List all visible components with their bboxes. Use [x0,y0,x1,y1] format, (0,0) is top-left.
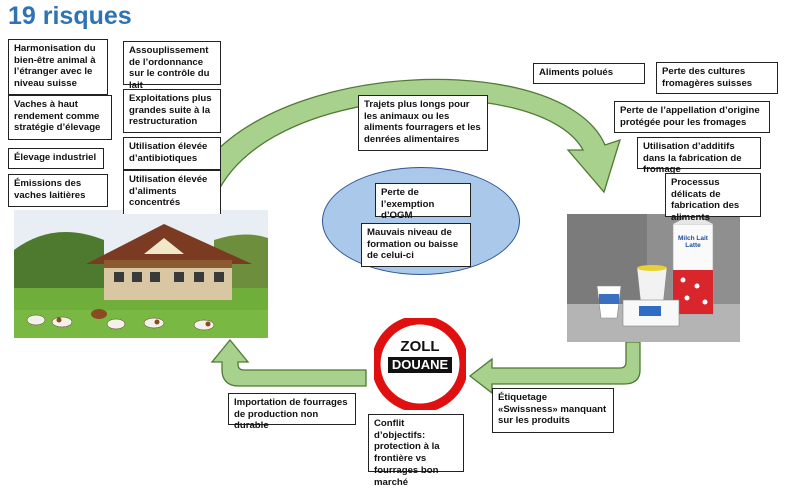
risk-aop-loss: Perte de l’appellation d’origine protégé… [614,101,770,133]
risk-milk-control-relaxation: Assouplissement de l’ordonnance sur le c… [123,41,221,91]
dairy-products-photo: Milch Lait Latte [567,214,740,342]
risk-training-level: Mauvais niveau de formation ou baisse de… [361,223,471,267]
risk-bigger-farms: Exploitations plus grandes suite à la re… [123,89,221,133]
risk-delicate-processes: Processus délicats de fabrication des al… [665,173,761,223]
sign-zoll: ZOLL [400,338,440,355]
risk-animal-welfare-harmonisation: Harmonisation du bien-être animal à l’ét… [8,39,108,95]
flow-arrows [182,78,641,395]
page-title: 19 risques [8,2,132,30]
farm-photo [14,210,268,338]
risk-antibiotics: Utilisation élevée d’antibiotiques [123,137,221,170]
risk-ogm-exemption: Perte de l’exemption d’OGM [375,183,471,221]
risk-cheese-culture-loss: Perte des cultures fromagères suisses [656,62,778,94]
risk-swissness-label: Étiquetage «Swissness» manquant sur les … [492,388,614,433]
sign-douane: DOUANE [391,357,449,372]
risk-industrial-farming: Élevage industriel [8,148,104,169]
customs-sign: ZOLL DOUANE [371,315,469,413]
risk-additives: Utilisation d’additifs dans la fabricati… [637,137,761,175]
risk-concentrated-feed: Utilisation élevée d’aliments concentrés [123,170,221,214]
risk-non-sustainable-feed-import: Importation de fourrages de production n… [228,393,356,431]
arrow-farm-to-products [182,78,621,215]
carton-label: Milch Lait Latte [678,235,708,249]
risk-cow-emissions: Émissions des vaches laitières [8,174,108,207]
risk-goal-conflict: Conflit d’objectifs: protection à la fro… [368,414,464,488]
arrow-customs-to-farm [210,338,367,387]
arrow-products-to-customs [468,341,641,395]
risk-longer-transport: Trajets plus longs pour les animaux ou l… [358,95,488,151]
risk-polluted-food: Aliments polués [533,63,645,84]
risk-high-yield-cows: Vaches à haut rendement comme stratégie … [8,95,112,140]
